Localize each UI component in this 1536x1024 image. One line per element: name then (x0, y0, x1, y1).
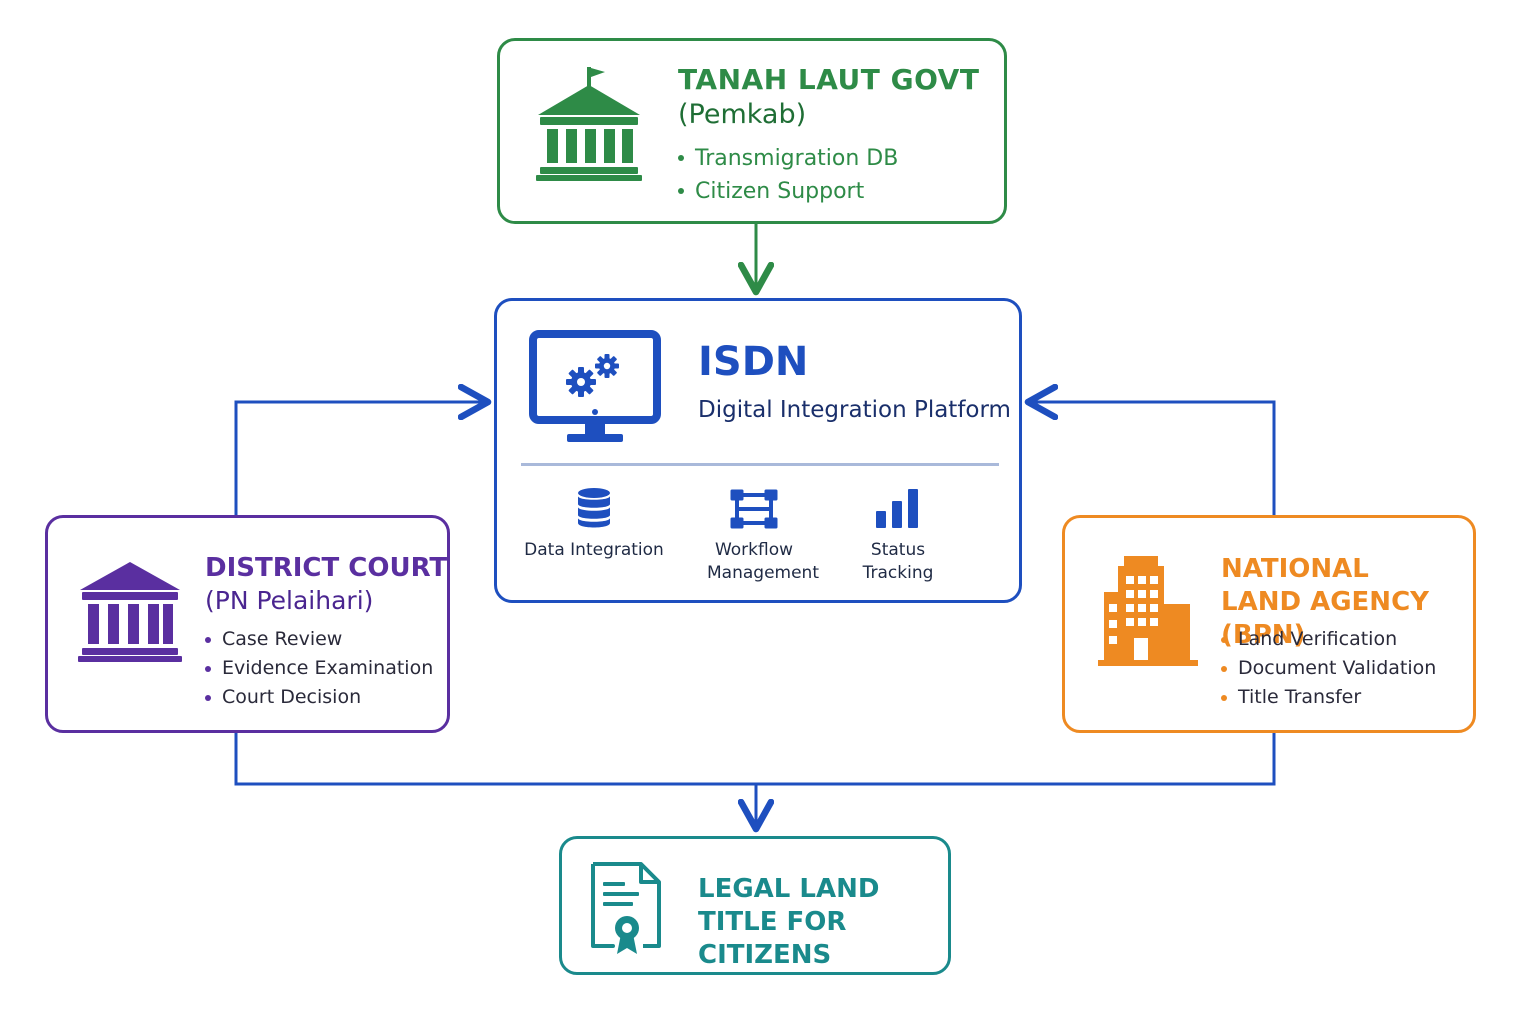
list-item: Court Decision (205, 683, 433, 712)
court-title: DISTRICT COURT (205, 553, 448, 583)
bpn-node: NATIONAL LAND AGENCY (BPN) Land Verifica… (1062, 515, 1476, 733)
list-item: Transmigration DB (678, 142, 898, 175)
bpn-title: NATIONAL LAND AGENCY (BPN) (1221, 554, 1429, 650)
database-icon (578, 488, 610, 528)
list-item: Document Validation (1221, 654, 1436, 683)
bar-chart-icon (876, 489, 918, 528)
isdn-title: ISDN (698, 339, 809, 385)
feature-label-workflow: Workflow Management (707, 540, 819, 583)
court-items: Case Review Evidence Examination Court D… (205, 625, 433, 712)
feature-label-data-integration: Data Integration (524, 540, 664, 560)
govt-items: Transmigration DB Citizen Support (678, 142, 898, 208)
government-building-icon (536, 67, 642, 181)
isdn-subtitle: Digital Integration Platform (698, 397, 1011, 423)
feature-label-status: Status Tracking (862, 540, 934, 583)
court-to-isdn-connector (234, 402, 488, 515)
govt-node: TANAH LAUT GOVT (Pemkab) Transmigration … (497, 38, 1007, 224)
bottom-merge-connector (234, 733, 1276, 786)
court-node: DISTRICT COURT (PN Pelaihari) Case Revie… (45, 515, 450, 733)
isdn-node: ISDN Digital Integration Platform Data I… (494, 298, 1022, 603)
govt-subtitle: (Pemkab) (678, 99, 807, 130)
list-item: Evidence Examination (205, 654, 433, 683)
legal-title-node: LEGAL LAND TITLE FOR CITIZENS (559, 836, 951, 975)
list-item: Title Transfer (1221, 683, 1436, 712)
courthouse-icon (78, 562, 182, 662)
office-building-icon (1098, 556, 1198, 666)
computer-gears-icon (529, 330, 661, 442)
divider (521, 463, 999, 466)
bpn-items: Land Verification Document Validation Ti… (1221, 625, 1436, 712)
govt-title: TANAH LAUT GOVT (678, 63, 980, 96)
certificate-document-icon (591, 862, 661, 954)
workflow-icon (730, 489, 778, 529)
legal-title: LEGAL LAND TITLE FOR CITIZENS (698, 874, 880, 970)
bpn-to-isdn-connector (1028, 402, 1276, 515)
list-item: Land Verification (1221, 625, 1436, 654)
list-item: Case Review (205, 625, 433, 654)
list-item: Citizen Support (678, 175, 898, 208)
court-subtitle: (PN Pelaihari) (205, 586, 374, 615)
